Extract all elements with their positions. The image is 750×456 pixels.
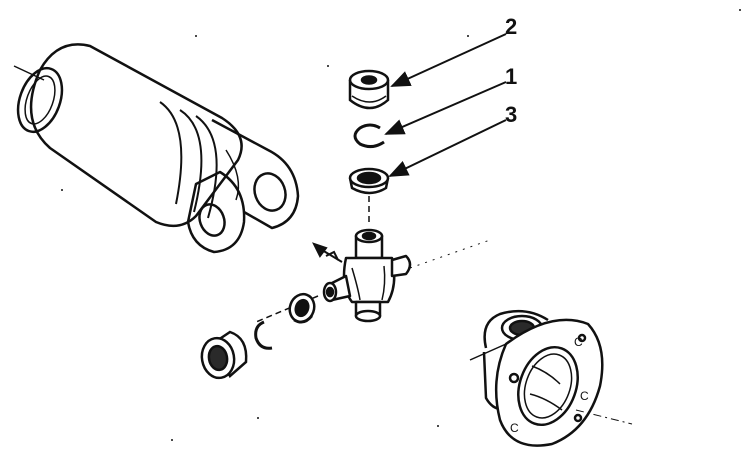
companion-flange (482, 309, 604, 447)
shaft-centerline (13, 65, 45, 81)
flange-letter-c-2: C (580, 389, 589, 403)
flange-letter-c-1: C (574, 335, 583, 349)
callout-3-label: 3 (505, 102, 518, 127)
snap-ring-left (254, 320, 273, 350)
scan-specks (61, 9, 741, 441)
bearing-cup-top (348, 69, 390, 110)
flange-centerline-left (469, 343, 507, 361)
universal-joint-cross (322, 228, 412, 323)
seal-left (288, 292, 316, 324)
bearing-cup-left (200, 330, 248, 380)
grease-fitting (312, 242, 343, 263)
callout-1-arrow (384, 81, 507, 135)
flange-centerline-right (575, 409, 633, 425)
slip-yoke-tube (16, 43, 300, 254)
assembly-line-right (409, 239, 491, 269)
callout-2-arrow (390, 33, 507, 87)
callout-3-arrow (388, 119, 507, 177)
snap-ring-top (353, 123, 385, 149)
flange-letter-c-3: C (510, 421, 519, 435)
callout-1-label: 1 (505, 64, 518, 89)
callout-2-label: 2 (505, 14, 518, 39)
seal-top (348, 167, 390, 195)
